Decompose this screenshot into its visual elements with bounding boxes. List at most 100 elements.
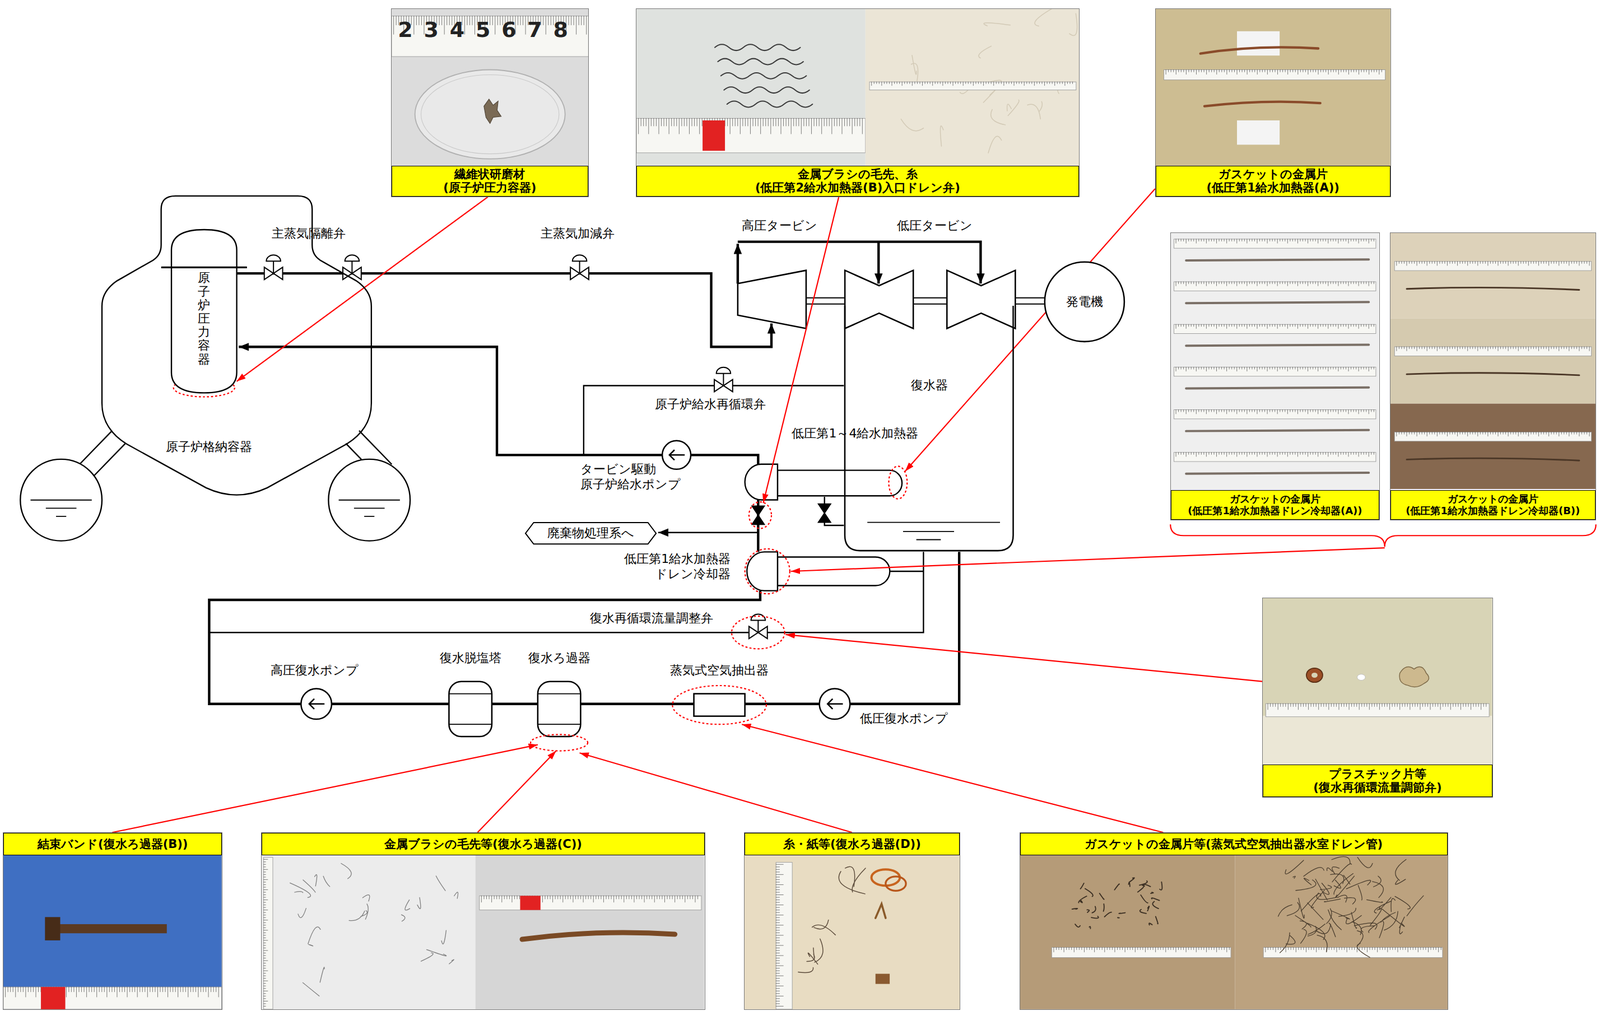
photo-object — [1306, 668, 1323, 683]
photo-area — [1262, 598, 1493, 765]
part-label: 低圧復水ポンプ — [859, 711, 948, 727]
part-label: 高圧タービン — [741, 218, 818, 234]
photo-frame — [1170, 233, 1379, 491]
part-label: 低圧タービン — [896, 218, 973, 234]
vessel-symbol — [537, 681, 581, 737]
pipe-line — [736, 243, 739, 284]
generator-circle — [1044, 262, 1125, 342]
photo-object — [1175, 281, 1374, 286]
photo-panel: ガスケットの金属片等(蒸気式空気抽出器水室ドレン管) — [1019, 832, 1449, 1011]
node-label: 廃棄物処理系へ — [547, 525, 635, 541]
valve-stem — [272, 261, 274, 274]
photo-object — [1357, 674, 1366, 681]
valve-stem — [351, 261, 353, 274]
photo-area — [702, 120, 725, 151]
photo-area — [1174, 281, 1377, 291]
photo-area — [1020, 855, 1235, 1010]
photo-area — [1394, 261, 1592, 271]
photo-object — [900, 8, 1077, 153]
valve-stem — [722, 373, 724, 386]
photo-panel: 糸・紙等(復水ろ過器(D)) — [743, 832, 961, 1011]
photo-area — [744, 855, 960, 1010]
shaft-line — [913, 298, 947, 305]
photo-object — [1399, 667, 1429, 688]
part-label: 蒸気式空気抽出器 — [670, 663, 769, 678]
photo-object — [775, 864, 784, 1007]
pipe-line — [238, 346, 663, 455]
cooler-header — [746, 551, 778, 591]
inspection-ring — [888, 466, 908, 499]
pipe-line — [331, 703, 449, 706]
photo-area — [3, 987, 222, 1010]
photo-object — [1185, 302, 1369, 304]
photo-object — [871, 81, 1073, 86]
photo-area — [1234, 855, 1448, 1010]
photo-frame — [744, 855, 960, 1010]
photo-object — [1200, 47, 1319, 54]
leader-line — [785, 634, 1263, 682]
caption-band: ガスケットの金属片 (低圧第1給水加熱器(A)) — [1155, 165, 1391, 197]
pipe-line — [491, 703, 538, 706]
part-label: 原子炉給水再循環弁 — [654, 397, 766, 412]
photo-image — [744, 855, 960, 1010]
shaft-line — [1015, 298, 1045, 305]
photo-image — [1170, 233, 1379, 491]
photo-area — [261, 855, 476, 1010]
vessel-symbol — [448, 681, 492, 737]
photo-panel: ガスケットの金属片 (低圧第1給水加熱器(A)) — [1155, 8, 1392, 198]
pump-symbol — [819, 688, 851, 720]
valve-actuator — [266, 254, 281, 262]
photo-caption: 繊維状研磨材 (原子炉圧力容器) — [440, 167, 540, 195]
photo-object — [1185, 259, 1369, 261]
air-ejector-box — [694, 694, 746, 717]
part-label: 復水脱塩塔 — [439, 650, 502, 666]
photo-area — [520, 896, 541, 911]
valve-symbol — [751, 505, 765, 525]
photo-object — [717, 58, 804, 65]
pump-arrow — [827, 699, 843, 710]
photo-caption: 糸・紙等(復水ろ過器(D)) — [783, 837, 922, 851]
photo-caption: ガスケットの金属片 (低圧第1給水加熱器ドレン冷却器(B)) — [1402, 493, 1584, 517]
photo-object — [481, 896, 699, 903]
photo-panel: プラスチック片等 (復水再循環流量調節弁) — [1262, 597, 1493, 798]
node-label: 発電機 — [1066, 294, 1104, 310]
pipe-line — [690, 454, 758, 465]
photo-area — [1174, 239, 1377, 249]
photo-object — [1264, 947, 1441, 953]
photo-object — [875, 904, 886, 919]
photo-panel: 金属ブラシの毛先等(復水ろ過器(C)) — [261, 832, 705, 1011]
photo-area — [1174, 367, 1377, 377]
photo-object — [1406, 373, 1580, 376]
photo-object — [1277, 857, 1423, 958]
water-level — [30, 499, 400, 516]
caption-band: 金属ブラシの毛先等(復水ろ過器(C)) — [261, 833, 705, 856]
photo-caption: 結束バンド(復水ろ過器(B)) — [37, 837, 188, 851]
valve-stem — [579, 261, 581, 274]
photo-area — [1394, 346, 1592, 356]
caption-band: ガスケットの金属片 (低圧第1給水加熱器ドレン冷却器(B)) — [1390, 490, 1596, 520]
scale-digits: 2345678 — [397, 17, 579, 44]
photo-area — [475, 855, 705, 1010]
vessel-seam — [537, 694, 581, 725]
photo-area — [1174, 324, 1377, 334]
photo-area — [1155, 8, 1391, 166]
valve-stem — [757, 620, 759, 633]
photo-area — [865, 8, 1080, 166]
destination-flag: 廃棄物処理系へ — [525, 522, 657, 544]
node-label: 原子炉格納容器 — [165, 439, 253, 455]
shaft-line — [806, 298, 845, 305]
valve-actuator — [345, 254, 360, 262]
photo-object — [414, 69, 565, 159]
photo-object — [420, 74, 559, 154]
photo-image — [1020, 855, 1448, 1010]
photo-area — [1174, 452, 1377, 462]
photo-area — [391, 15, 589, 57]
photo-caption: ガスケットの金属片等(蒸気式空気抽出器水室ドレン管) — [1084, 837, 1383, 851]
photo-frame — [1155, 8, 1391, 166]
photo-panel: ガスケットの金属片 (低圧第1給水加熱器ドレン冷却器(B)) — [1389, 232, 1597, 521]
leader-line — [741, 724, 1164, 833]
photo-object — [1165, 69, 1382, 74]
photo-area — [1394, 432, 1592, 442]
caption-band: ガスケットの金属片等(蒸気式空気抽出器水室ドレン管) — [1020, 833, 1448, 856]
